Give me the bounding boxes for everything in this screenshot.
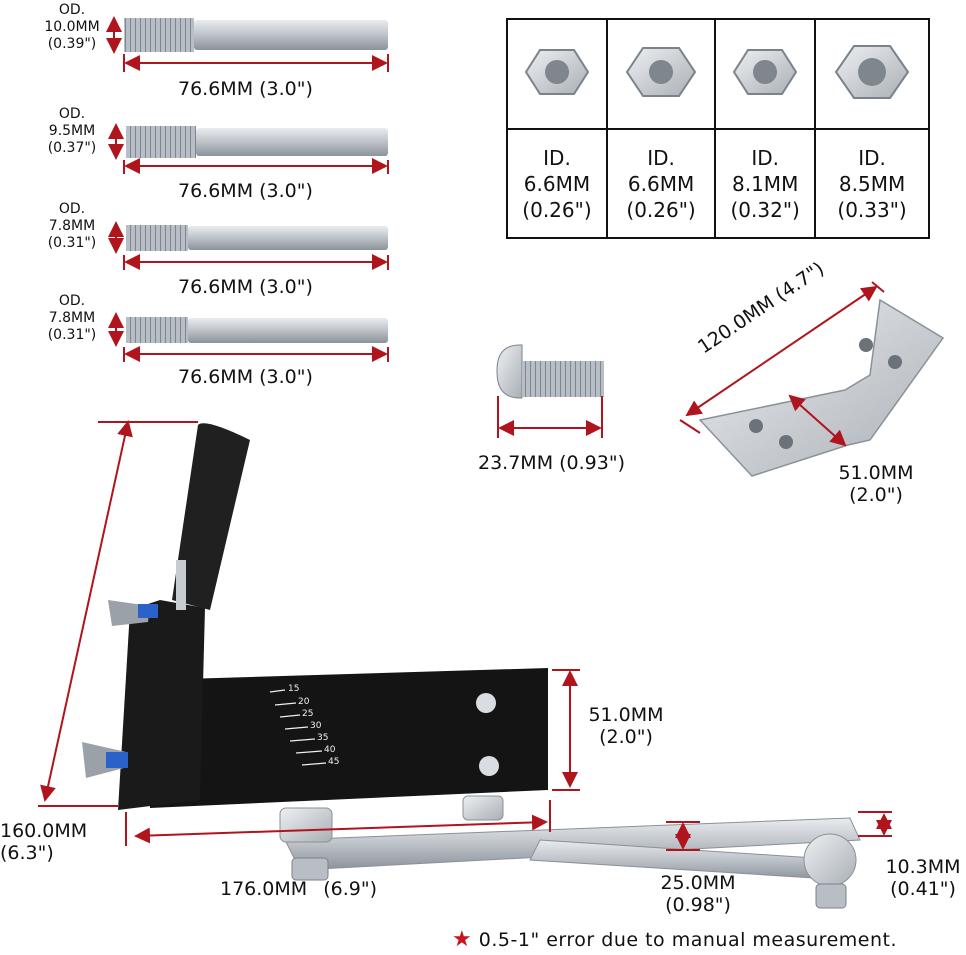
pin-4-od-label: OD. [58,293,86,309]
pin-3-od-label: OD. [58,201,86,217]
bolt-length: 23.7MM (0.93") [478,452,625,474]
pin-2-od-inch: (0.37") [47,140,97,156]
scale-mark-20: 20 [298,697,310,707]
bolt-drawing [496,344,604,438]
tool-plate-height-value: 51.0MM [588,704,664,726]
pin-1-drawing [106,16,389,72]
tool-arm-thickness-inch: (0.41") [890,878,956,900]
pin-1-length: 76.6MM (3.0") [178,78,313,100]
pin-3-drawing [108,221,389,270]
tool-plate-height: 51.0MM (2.0") [584,704,668,748]
pin-3-od-inch: (0.31") [47,235,97,251]
pin-4-od-value: 7.8MM [48,310,96,326]
tool-drawing [38,420,892,909]
scale-mark-35: 35 [317,733,329,743]
tool-arm-thickness: 10.3MM (0.41") [880,856,966,900]
nut-4-id-inch: (0.33") [837,197,907,222]
tool-plate-height-inch: (2.0") [599,726,653,748]
tool-height-value: 160.0MM [0,820,88,842]
measurement-note: ★ 0.5-1" error due to manual measurement… [452,928,897,952]
nut-2-id-inch: (0.26") [626,197,696,222]
nut-4-size: ID. 8.5MM (0.33") [814,128,930,239]
pin-4-drawing [108,312,389,362]
measurement-note-text: 0.5-1" error due to manual measurement. [478,929,897,951]
scale-mark-45: 45 [328,757,340,767]
pin-4-length: 76.6MM (3.0") [178,366,313,388]
tool-arm-width-inch: (0.98") [665,894,731,916]
nut-2-image [605,18,717,130]
pin-4-od: OD. 7.8MM (0.31") [42,293,102,344]
tool-height: 160.0MM (6.3") [0,820,87,864]
nut-1-id-value: 6.6MM [523,171,591,196]
nut-3-image [714,18,817,130]
pin-2-od: OD. 9.5MM (0.37") [42,106,102,157]
bracket-width-value: 51.0MM [838,462,914,484]
nut-2-size: ID. 6.6MM (0.26") [605,128,717,239]
nut-2-id-value: 6.6MM [627,171,695,196]
pin-2-od-value: 9.5MM [48,123,96,139]
nut-4-image [814,18,930,130]
bracket-width-inch: (2.0") [849,484,903,506]
nut-3-id-label: ID. [751,145,779,170]
nut-2-id-label: ID. [647,145,675,170]
star-icon: ★ [452,927,473,952]
nut-3-size: ID. 8.1MM (0.32") [714,128,817,239]
pin-1-od-label: OD. [58,2,86,18]
nut-size-table: ID. 6.6MM (0.26") ID. 6.6MM (0.26") ID. … [506,18,930,239]
tool-arm-width-value: 25.0MM [660,872,736,894]
nut-4-id-label: ID. [858,145,886,170]
nut-4-id-value: 8.5MM [838,171,906,196]
nut-1-id-inch: (0.26") [522,197,592,222]
tool-arm-width: 25.0MM (0.98") [652,872,744,916]
bracket-drawing [679,281,945,477]
pin-2-drawing [108,123,389,174]
pin-2-od-label: OD. [58,106,86,122]
pin-2-length: 76.6MM (3.0") [178,180,313,202]
scale-mark-15: 15 [288,684,300,694]
nut-1-image [506,18,608,130]
scale-mark-30: 30 [310,721,322,731]
pin-1-od: OD. 10.0MM (0.39") [42,2,102,53]
tool-base-length: 176.0MM (6.9") [220,878,377,900]
scale-mark-40: 40 [324,745,336,755]
tool-arm-thickness-value: 10.3MM [885,856,961,878]
nut-3-id-value: 8.1MM [732,171,799,196]
nut-3-id-inch: (0.32") [730,197,800,222]
tool-base-length-inch: (6.9") [323,878,378,900]
scale-mark-25: 25 [302,709,314,719]
pin-1-od-inch: (0.39") [47,36,97,52]
tool-height-inch: (6.3") [0,842,54,864]
pin-3-length: 76.6MM (3.0") [178,276,313,298]
pin-3-od-value: 7.8MM [48,218,96,234]
pin-3-od: OD. 7.8MM (0.31") [42,201,102,252]
nut-1-size: ID. 6.6MM (0.26") [506,128,608,239]
pin-1-od-value: 10.0MM [44,19,100,35]
bracket-width: 51.0MM (2.0") [836,462,916,506]
nut-1-id-label: ID. [543,145,571,170]
pin-4-od-inch: (0.31") [47,327,97,343]
tool-base-length-value: 176.0MM [220,878,308,900]
